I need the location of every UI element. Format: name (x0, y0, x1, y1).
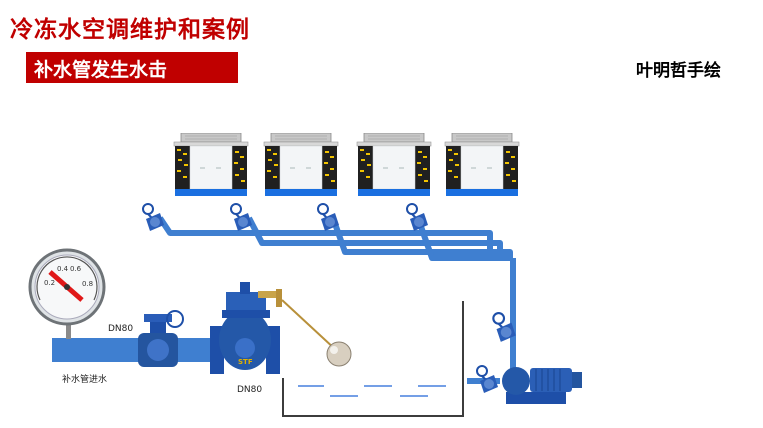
svg-text:0.2: 0.2 (44, 279, 55, 287)
subtitle-text: 补水管发生水击 (34, 59, 168, 81)
float-ball (326, 341, 352, 367)
inlet-gate-valve-icon (138, 310, 184, 367)
ac-unit-1 (173, 133, 249, 197)
ac-unit-4 (444, 133, 520, 197)
water-pump-icon (502, 367, 582, 404)
gauge-stem (66, 312, 71, 339)
svg-text:0.6: 0.6 (70, 265, 82, 273)
unit-valve-1-icon (142, 203, 165, 232)
inlet-label: 补水管进水 (62, 373, 107, 385)
float-control-valve-icon: STF (210, 282, 282, 374)
makeup-pipe (52, 338, 222, 362)
dn80-pipe-label: DN80 (108, 324, 133, 334)
ac-unit-2 (263, 133, 339, 197)
water-tank (282, 301, 464, 417)
float-arm (281, 299, 337, 351)
pressure-gauge-icon: 0.4 0.6 0.2 0.8 (28, 248, 106, 326)
valve-brand: STF (238, 358, 253, 366)
dn80-valve-label: DN80 (237, 385, 262, 395)
svg-text:0.4: 0.4 (57, 265, 69, 273)
unit-valve-4-icon (406, 203, 429, 232)
author-credit: 叶明哲手绘 (636, 61, 721, 81)
svg-text:0.8: 0.8 (82, 280, 93, 288)
main-title: 冷冻水空调维护和案例 (10, 17, 250, 43)
unit-valve-2-icon (230, 203, 253, 232)
subtitle-banner: 补水管发生水击 (26, 52, 238, 83)
ac-unit-3 (356, 133, 432, 197)
